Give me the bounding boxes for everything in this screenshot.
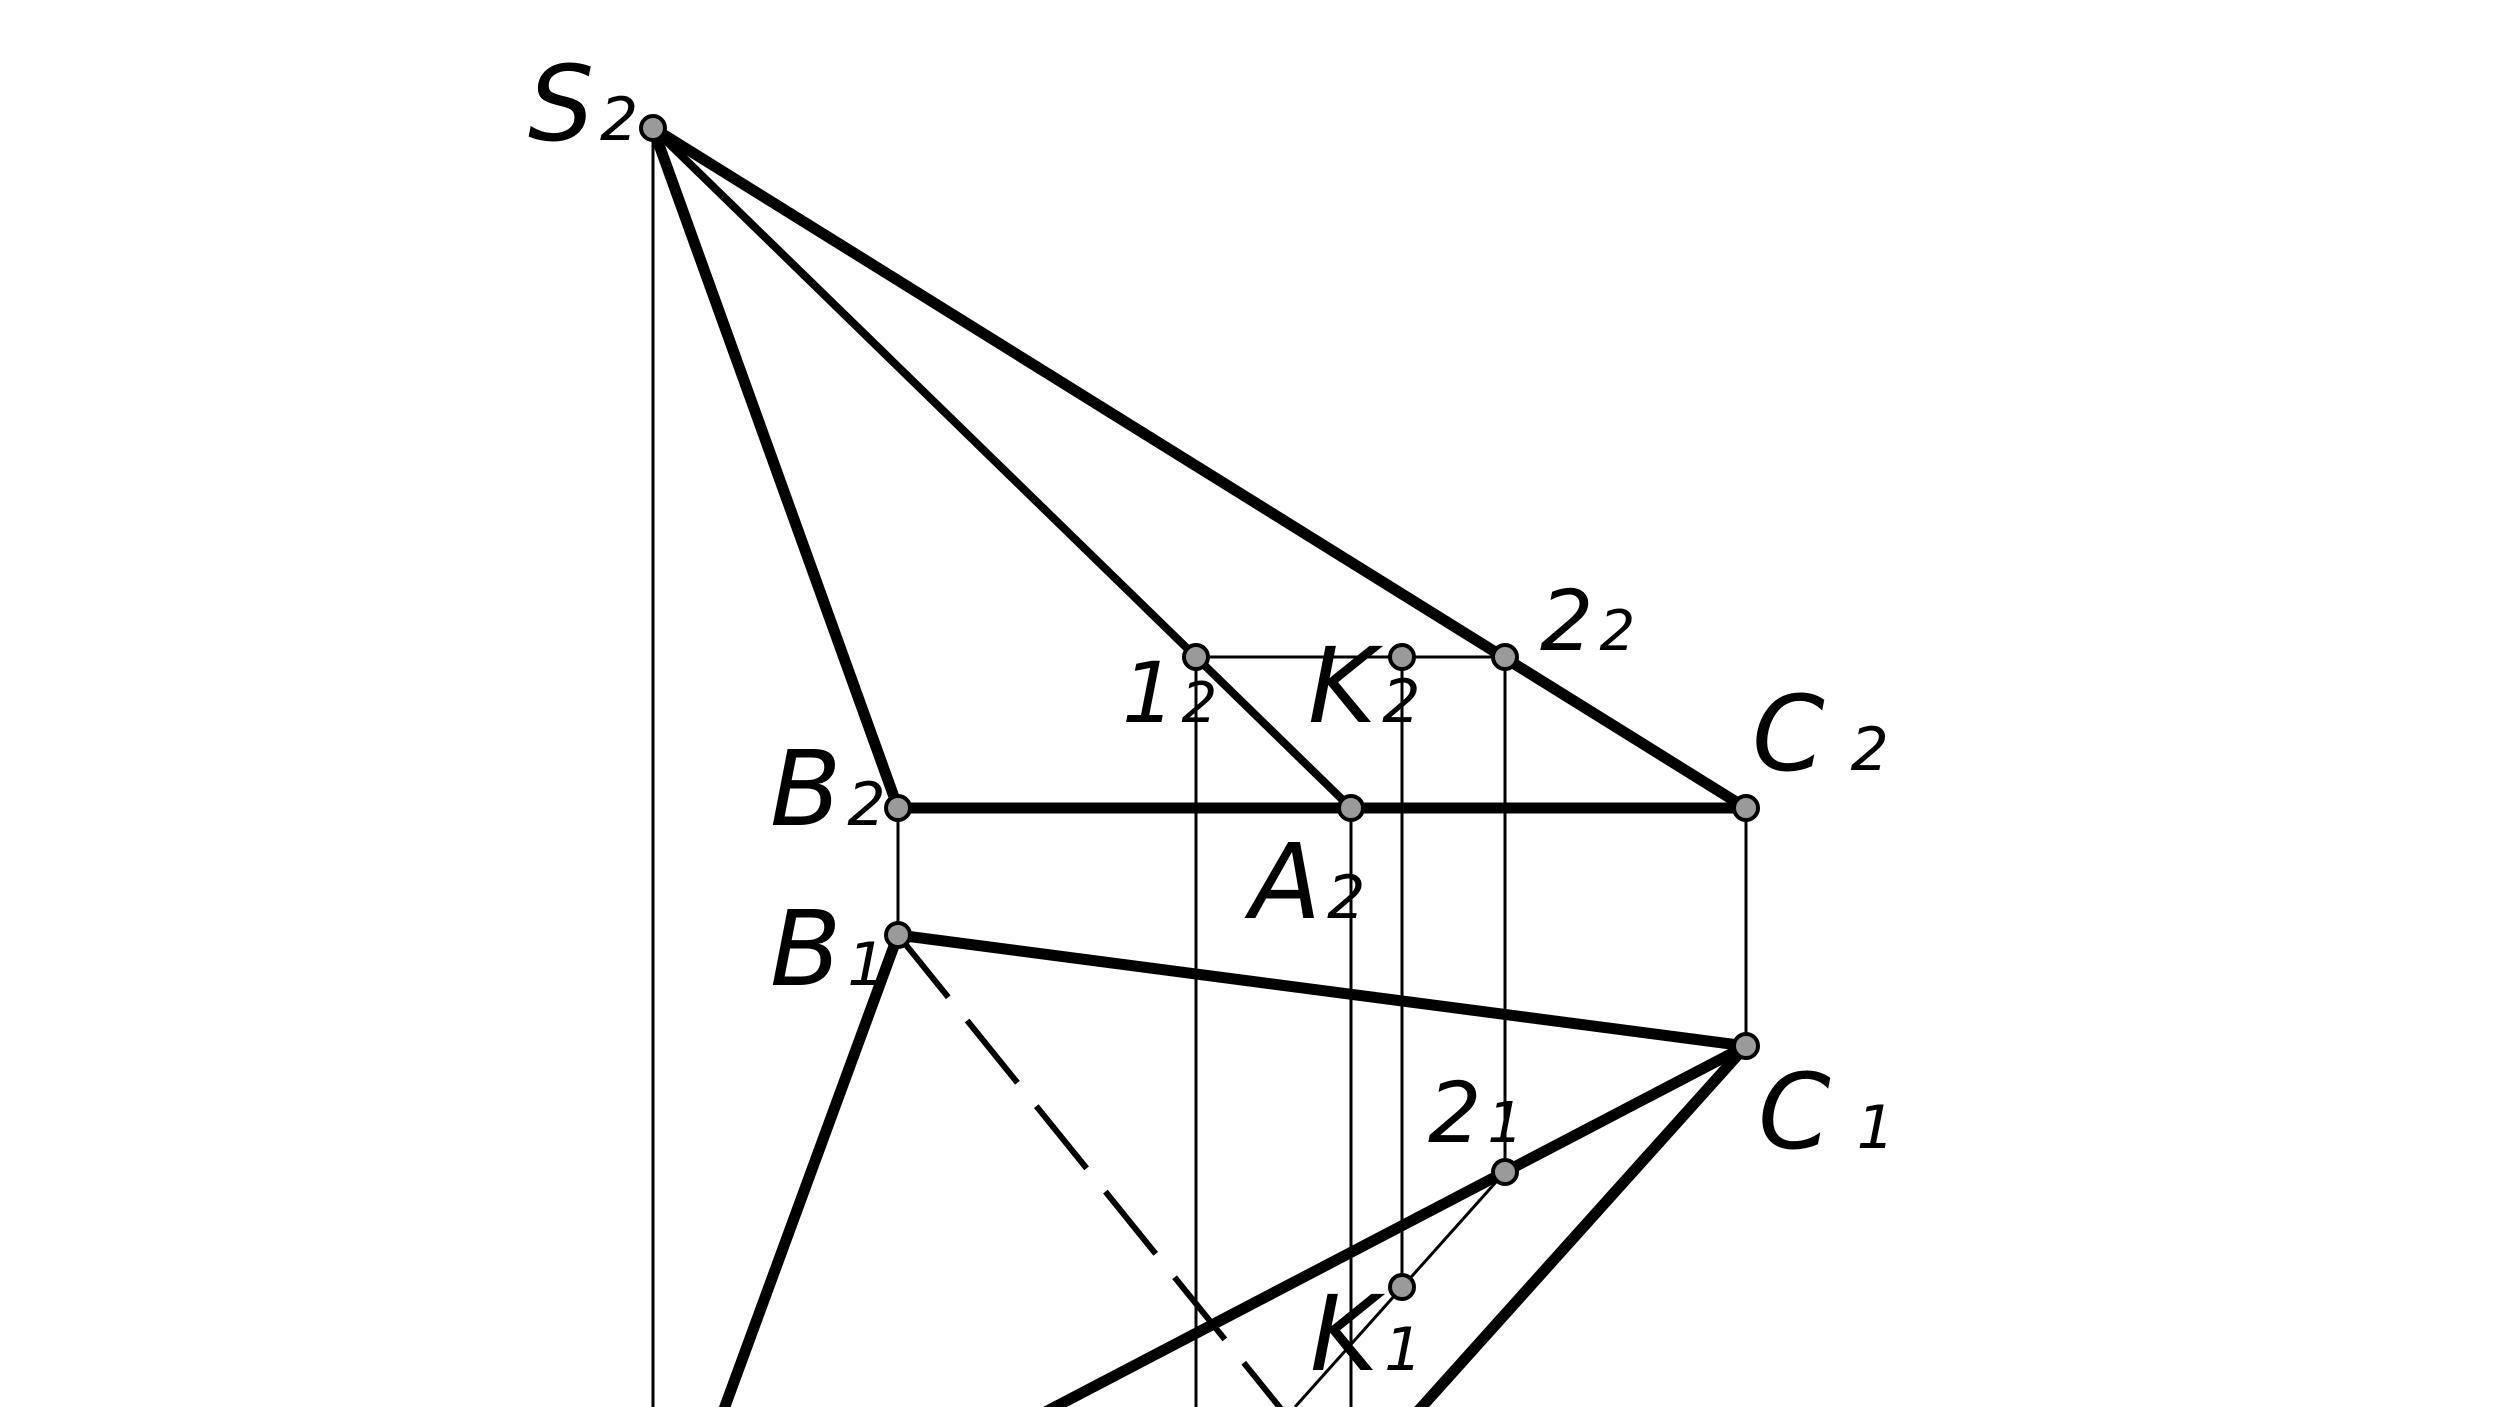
edge-s2-c2 bbox=[647, 122, 1752, 814]
medium-edges bbox=[649, 124, 1355, 812]
label-2-1-sub: 1 bbox=[1487, 1091, 1523, 1156]
point-c2 bbox=[1732, 794, 1760, 822]
label-k2-main: K bbox=[1308, 625, 1384, 747]
points bbox=[639, 114, 1760, 1301]
edge-b1-down bbox=[718, 929, 904, 1407]
label-k1-main: K bbox=[1310, 1273, 1386, 1395]
label-b1-sub: 1 bbox=[847, 930, 885, 1000]
point-c1 bbox=[1732, 1032, 1760, 1060]
label-k2-sub: 2 bbox=[1382, 667, 1420, 737]
label-b2-sub: 2 bbox=[847, 770, 885, 840]
label-s2-main: S bbox=[528, 43, 594, 165]
hidden-edges bbox=[895, 933, 1284, 1407]
point-s2 bbox=[639, 114, 667, 142]
label-c2-main: C bbox=[1752, 673, 1825, 795]
point-1-2 bbox=[1182, 643, 1210, 671]
label-2-2-sub: 2 bbox=[1599, 599, 1635, 664]
main-edges bbox=[647, 122, 1752, 1407]
edge-s2-b2 bbox=[647, 122, 904, 814]
label-c2-sub: 2 bbox=[1851, 715, 1889, 785]
label-c1-sub: 1 bbox=[1857, 1093, 1895, 1163]
edge-c1-down bbox=[1414, 1040, 1752, 1407]
label-a2-main: A bbox=[1244, 821, 1321, 943]
point-2-1 bbox=[1491, 1158, 1519, 1186]
point-b1 bbox=[884, 921, 912, 949]
point-k1 bbox=[1388, 1273, 1416, 1301]
point-a2 bbox=[1337, 794, 1365, 822]
edge-s2-a2 bbox=[649, 124, 1355, 812]
label-2-2-main: 2 bbox=[1540, 572, 1593, 670]
label-k1-sub: 1 bbox=[1384, 1315, 1422, 1385]
label-b1-main: B bbox=[770, 888, 841, 1010]
point-b2 bbox=[884, 794, 912, 822]
point-2-2 bbox=[1491, 643, 1519, 671]
edge-b1-c1 bbox=[892, 929, 1752, 1052]
hidden-edge-b1-down bbox=[895, 933, 1284, 1407]
point-k2 bbox=[1388, 643, 1416, 671]
label-s2-sub: 2 bbox=[600, 85, 638, 155]
label-b2-main: B bbox=[770, 728, 841, 850]
label-2-1-main: 2 bbox=[1428, 1064, 1481, 1162]
edge-c1-2-1-line bbox=[1043, 1040, 1752, 1407]
label-1-2-sub: 2 bbox=[1181, 671, 1217, 736]
label-a2-sub: 2 bbox=[1327, 863, 1365, 933]
label-c1-main: C bbox=[1758, 1051, 1831, 1173]
label-1-2-main: 1 bbox=[1122, 644, 1175, 742]
